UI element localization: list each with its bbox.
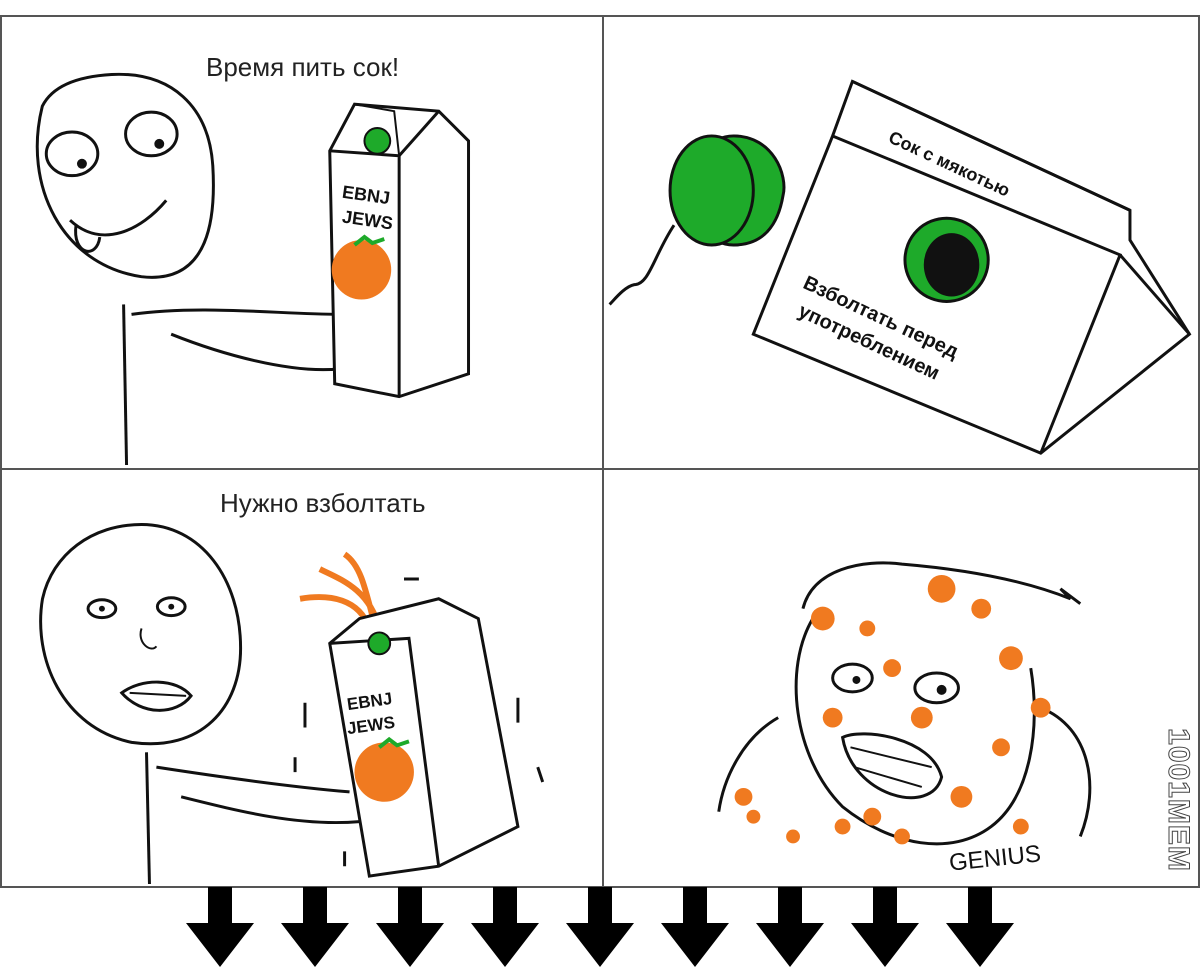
right-eye [155,596,187,618]
panel-4: GENIUS [602,468,1200,888]
arm [131,308,340,372]
panel-3: Нужно взболтать EBNJ JEWS [0,468,604,888]
orange-graphic [331,240,392,300]
panel-4-drawing [717,561,1092,846]
panel-3-drawing [39,522,545,885]
panel-1-caption: Время пить сок! [206,52,400,82]
face-outline [794,617,1036,846]
right-eye [913,671,960,705]
shake-marks [293,577,545,867]
juice-splatter [734,574,1051,845]
arrow-row-svg [186,887,1014,967]
panel-2-drawing [608,79,1192,455]
down-arrow-icon [376,887,444,967]
mouth [840,732,944,800]
down-arrow-icon [566,887,634,967]
panel-2: Сок с мякотью Взболтать перед употреблен… [602,15,1200,470]
tongue [74,224,102,253]
carton-cap [363,127,392,155]
mouth [69,199,168,237]
face-outline [39,522,243,746]
juice-carton [328,102,471,399]
panel-1-drawing [35,72,471,466]
down-arrow-icon [471,887,539,967]
down-arrow-icon [946,887,1014,967]
flying-cap [668,134,786,247]
panel-1: Время пить сок! EBNJ JEWS [0,15,604,470]
left-shoulder [717,716,779,812]
face-outline [35,72,215,279]
panel-3-caption: Нужно взболтать [220,488,426,518]
left-eye [44,130,100,178]
right-eye [124,110,179,158]
motion-squiggle [608,224,676,306]
right-pupil [154,138,165,149]
hair [801,561,1082,610]
shoulder [1040,706,1092,838]
left-eye [86,598,118,620]
down-arrow-icon [851,887,919,967]
nose [139,628,158,650]
watermark-text: 1001MEM [1162,727,1196,872]
arm [156,765,360,825]
neck-line [145,752,151,885]
carton-cap [367,631,392,656]
watermark: 1001MEM [1156,712,1200,887]
down-arrow-icon [281,887,349,967]
left-eye [831,662,874,694]
shaking-carton [328,597,520,878]
left-pupil [76,158,87,169]
tilted-carton [751,79,1192,455]
mouth [119,680,193,712]
neck-line [122,304,129,466]
down-arrow-icon [756,887,824,967]
orange-graphic [354,742,414,802]
down-arrow-icon [661,887,729,967]
down-arrow-icon [186,887,254,967]
arrow-row [0,885,1200,973]
